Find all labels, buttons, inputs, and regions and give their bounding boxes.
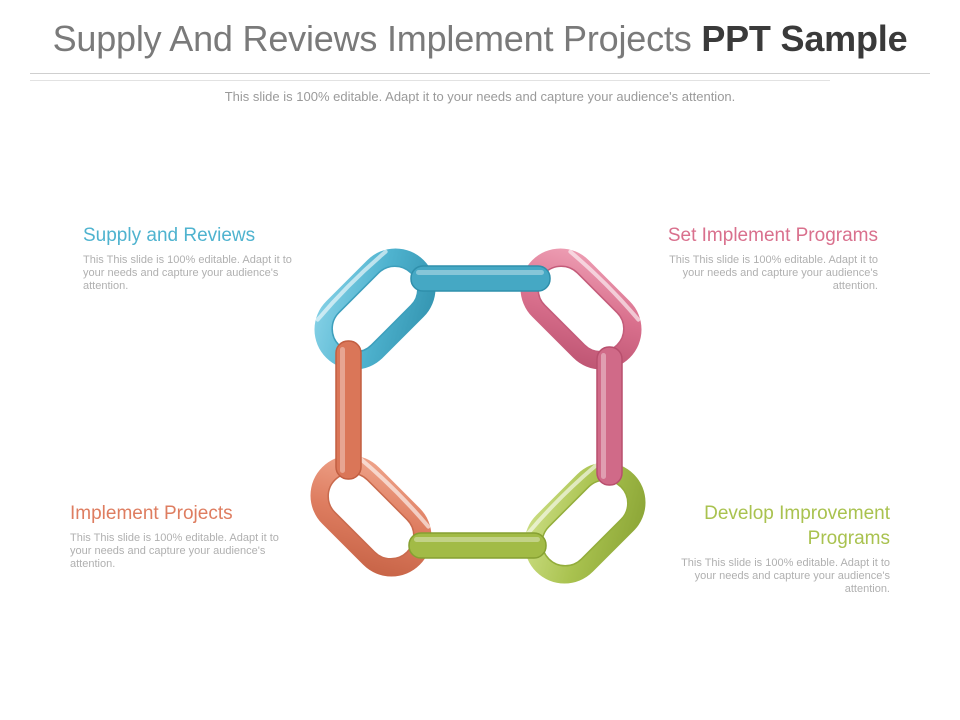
- title-bold: PPT Sample: [701, 18, 908, 59]
- text-block-supply-reviews: Supply and Reviews This This slide is 10…: [83, 223, 298, 293]
- connector-bar-green-highlight: [414, 537, 540, 542]
- connector-bar-orange-highlight: [340, 347, 345, 473]
- heading-implement-projects: Implement Projects: [70, 503, 233, 524]
- title-rule: [30, 73, 930, 74]
- chain-link-pink: [520, 248, 642, 370]
- text-block-implement-projects: Implement Projects This This slide is 10…: [70, 501, 285, 571]
- slide-subtitle: This slide is 100% editable. Adapt it to…: [224, 89, 736, 104]
- body-set-implement: This This slide is 100% editable. Adapt …: [669, 254, 878, 292]
- connector-bar-pink-highlight: [601, 353, 606, 479]
- chain-link-blue: [314, 248, 436, 370]
- connector-bar-orange: [335, 340, 362, 480]
- text-block-develop: Develop Improvement Programs This This s…: [675, 501, 890, 596]
- body-supply-reviews: This This slide is 100% editable. Adapt …: [83, 254, 292, 292]
- connector-bar-blue-highlight: [416, 270, 544, 275]
- slide-title: Supply And Reviews Implement Projects PP…: [0, 18, 960, 60]
- body-develop: This This slide is 100% editable. Adapt …: [681, 557, 890, 595]
- chain-ring-diagram: [310, 248, 646, 584]
- chain-link-orange: [310, 455, 432, 577]
- connector-bar-pink: [596, 346, 623, 486]
- connector-bar-blue: [410, 265, 551, 292]
- heading-supply-reviews: Supply and Reviews: [83, 225, 256, 246]
- connector-bar-green: [408, 532, 547, 559]
- chain-link-green: [524, 462, 646, 584]
- body-implement-projects: This This slide is 100% editable. Adapt …: [70, 532, 279, 570]
- title-normal: Supply And Reviews Implement Projects: [52, 18, 692, 59]
- heading-develop: Develop Improvement Programs: [704, 503, 890, 549]
- title-rule-secondary: [30, 80, 830, 81]
- heading-set-implement: Set Implement Programs: [667, 225, 878, 246]
- text-block-set-implement: Set Implement Programs This This slide i…: [663, 223, 878, 293]
